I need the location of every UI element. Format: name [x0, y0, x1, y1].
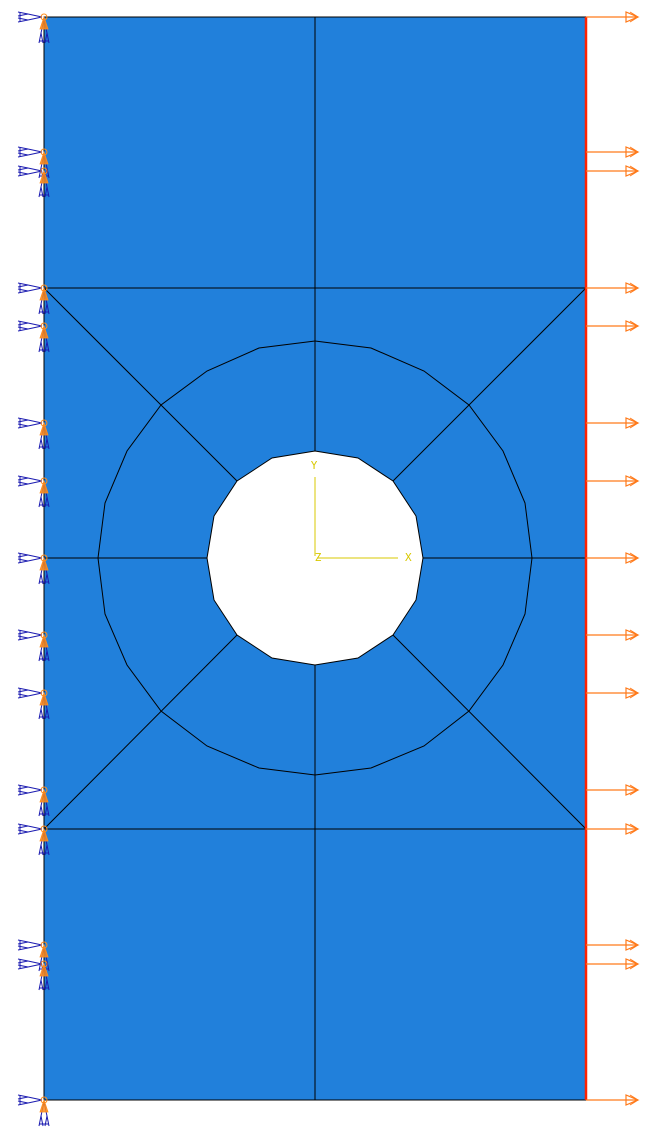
load-arrow-icon	[585, 784, 639, 796]
load-arrow-icon	[585, 11, 639, 23]
load-arrows	[585, 11, 639, 1106]
load-arrow-icon	[585, 146, 639, 158]
load-arrow-icon	[585, 320, 639, 332]
load-arrow-icon	[585, 282, 639, 294]
load-arrow-icon	[585, 958, 639, 970]
load-arrow-icon	[585, 552, 639, 564]
triad-y-label: Y	[311, 459, 318, 472]
load-arrow-icon	[585, 475, 639, 487]
triad-z-label: Z	[315, 551, 322, 564]
mesh-lines	[43, 17, 587, 1100]
load-arrow-icon	[585, 165, 639, 177]
load-arrow-icon	[585, 629, 639, 641]
load-arrow-icon	[585, 687, 639, 699]
triad-x-label: X	[405, 551, 412, 564]
load-arrow-icon	[585, 823, 639, 835]
load-arrow-icon	[585, 1094, 639, 1106]
load-arrow-icon	[585, 939, 639, 951]
load-arrow-icon	[585, 417, 639, 429]
coordinate-triad: Y X Z	[311, 459, 412, 564]
